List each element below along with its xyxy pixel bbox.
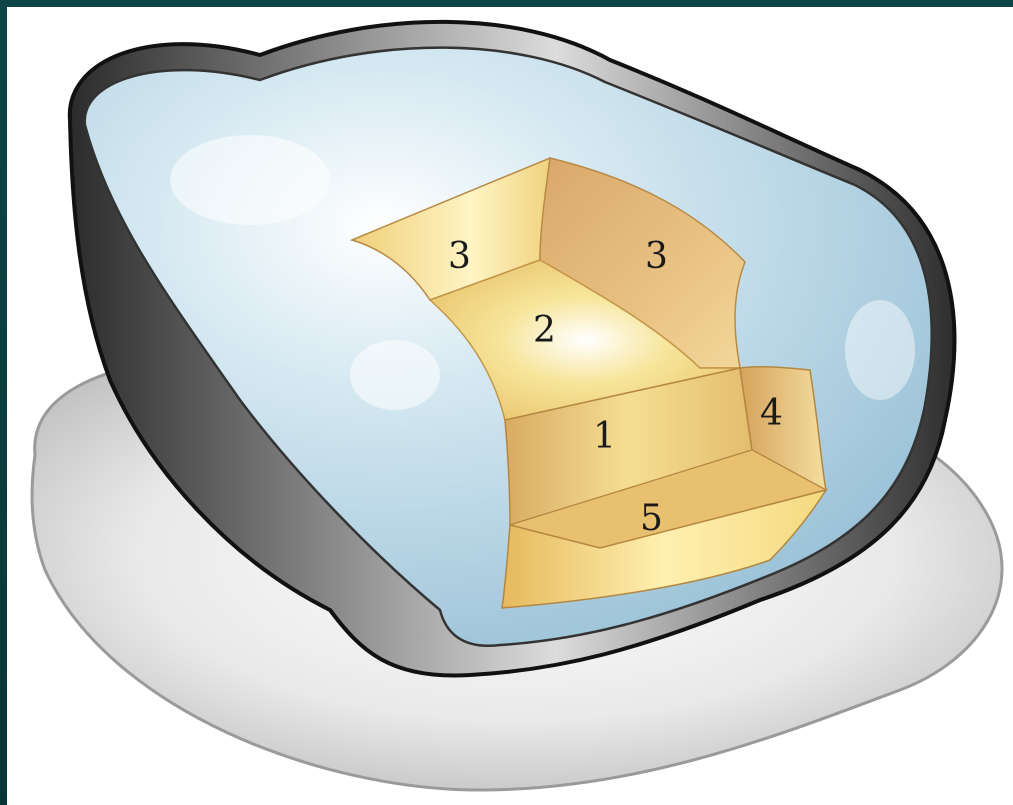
label-occlusal-left: 3 xyxy=(448,236,471,277)
enamel-highlight xyxy=(170,135,330,225)
label-axial-wall: 2 xyxy=(533,310,556,351)
label-gingival-floor: 1 xyxy=(593,416,616,457)
enamel-highlight xyxy=(845,300,915,400)
label-occlusal-right: 3 xyxy=(645,236,668,277)
label-cavosurface: 5 xyxy=(640,498,663,539)
enamel-highlight xyxy=(350,340,440,410)
label-proximal-wall: 4 xyxy=(760,393,783,434)
